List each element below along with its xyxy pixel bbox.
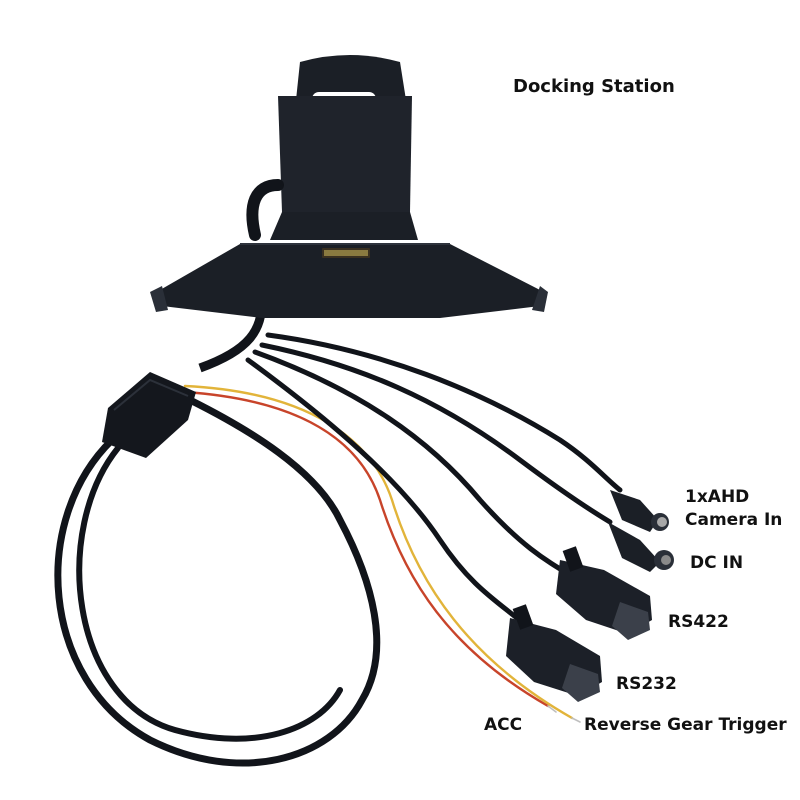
ahd-camera-label-line2: Camera In xyxy=(685,510,783,530)
docking-cradle xyxy=(150,55,548,318)
cable-loop xyxy=(54,396,381,767)
rs232-label: RS232 xyxy=(616,674,677,694)
dc-in-label: DC IN xyxy=(690,553,744,573)
acc-label: ACC xyxy=(484,715,523,735)
reverse-gear-trigger-label: Reverse Gear Trigger xyxy=(584,715,787,735)
cable-splitter xyxy=(102,372,196,458)
branch-cables xyxy=(245,332,623,625)
ahd-camera-label-line1: 1xAHD xyxy=(685,487,750,507)
acc-trigger-wires xyxy=(183,384,581,723)
docking-station-label: Docking Station xyxy=(513,76,675,97)
ahd-camera-connector xyxy=(610,490,669,532)
rs422-db9-connector xyxy=(556,546,652,640)
dc-in-connector xyxy=(608,522,674,572)
rs232-db9-connector xyxy=(506,604,602,702)
rs422-label: RS422 xyxy=(668,612,729,632)
